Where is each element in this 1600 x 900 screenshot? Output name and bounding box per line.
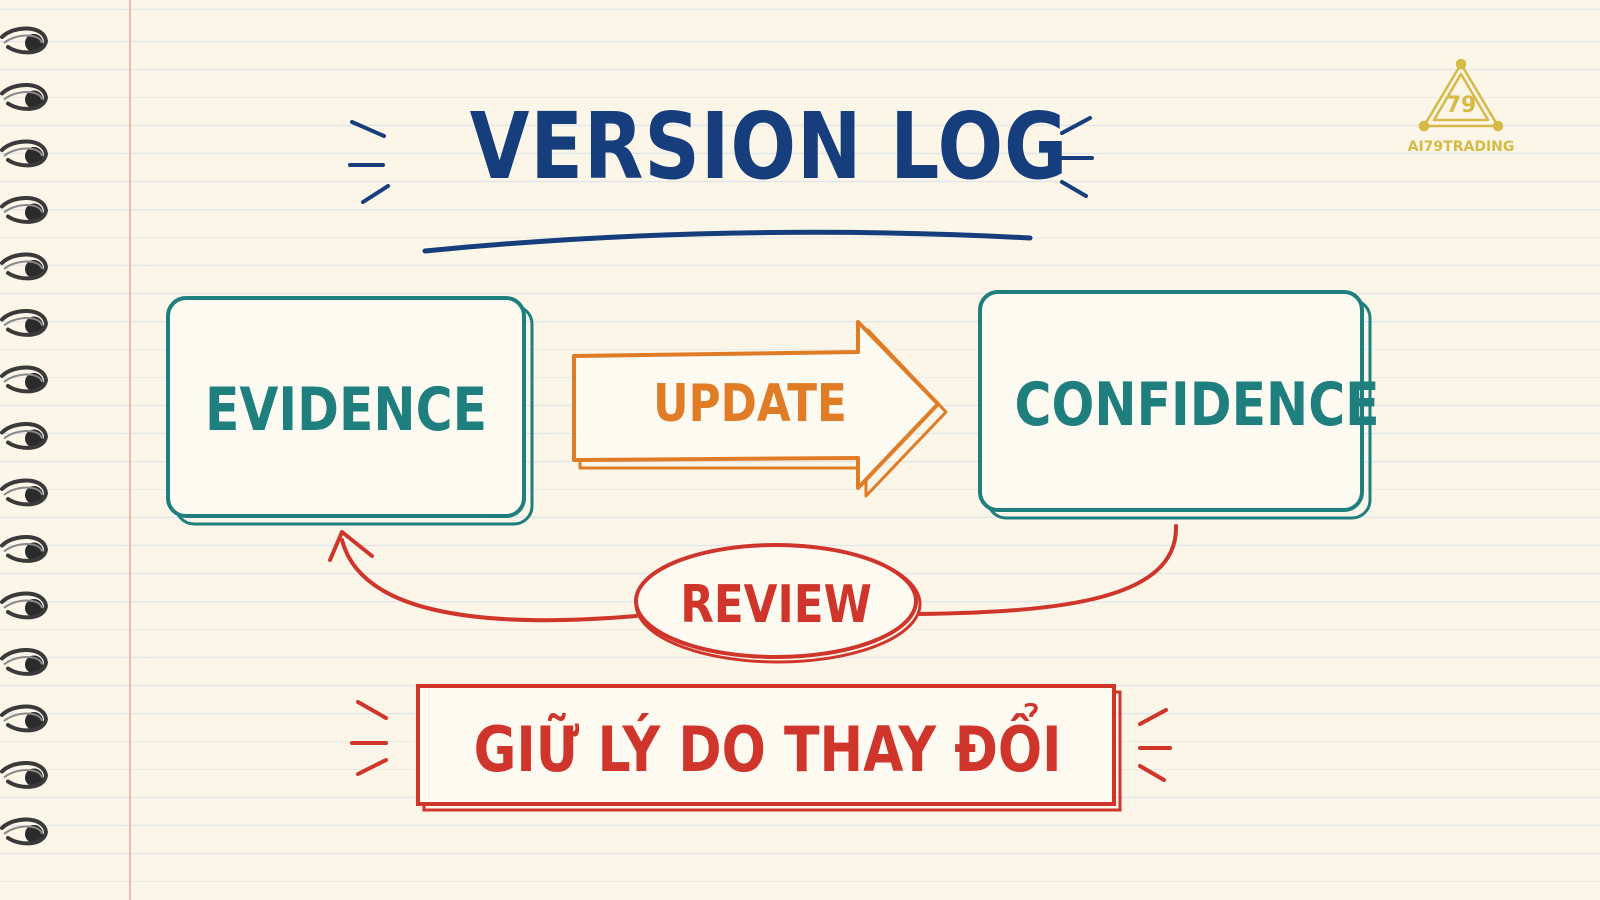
spiral-ring [0, 422, 49, 450]
note-accent-left [350, 700, 388, 776]
review-label: REVIEW [680, 575, 872, 635]
logo-text: AI79TRADING [1407, 139, 1515, 155]
title-underline [422, 229, 1033, 254]
evidence-label: EVIDENCE [204, 375, 488, 445]
spiral-ring [0, 535, 49, 563]
update-label: UPDATE [653, 374, 847, 434]
review-arrowhead [328, 530, 374, 562]
spiral-ring [0, 761, 49, 789]
title-accent-right [1060, 116, 1094, 198]
review-loop-left [340, 538, 638, 623]
review-loop-right [918, 524, 1179, 616]
spiral-ring [0, 139, 49, 168]
spiral-ring [0, 591, 49, 620]
note-box [416, 684, 1122, 812]
spiral-binding [0, 26, 49, 846]
page-title: VERSION LOG [469, 93, 1069, 200]
spiral-ring [0, 196, 49, 224]
evidence-box [166, 296, 534, 526]
spiral-ring [0, 478, 49, 507]
title-accent-left [348, 120, 390, 204]
note-label: GIỮ LÝ DO THAY ĐỔI [473, 713, 1062, 786]
note-accent-right [1138, 708, 1172, 782]
review-oval [634, 543, 922, 664]
notebook-margin-line [129, 0, 131, 900]
confidence-label: CONFIDENCE [1014, 370, 1380, 440]
spiral-ring [0, 704, 49, 733]
spiral-ring [0, 26, 49, 55]
spiral-ring [0, 83, 49, 111]
spiral-ring [0, 252, 49, 281]
spiral-ring [0, 365, 49, 394]
spiral-ring [0, 309, 49, 337]
logo-number: 79 [1446, 93, 1477, 118]
confidence-box [978, 290, 1372, 520]
spiral-ring [0, 817, 49, 846]
ai79trading-logo: 79 [1418, 58, 1504, 132]
spiral-ring [0, 648, 49, 676]
update-arrow [572, 320, 948, 498]
